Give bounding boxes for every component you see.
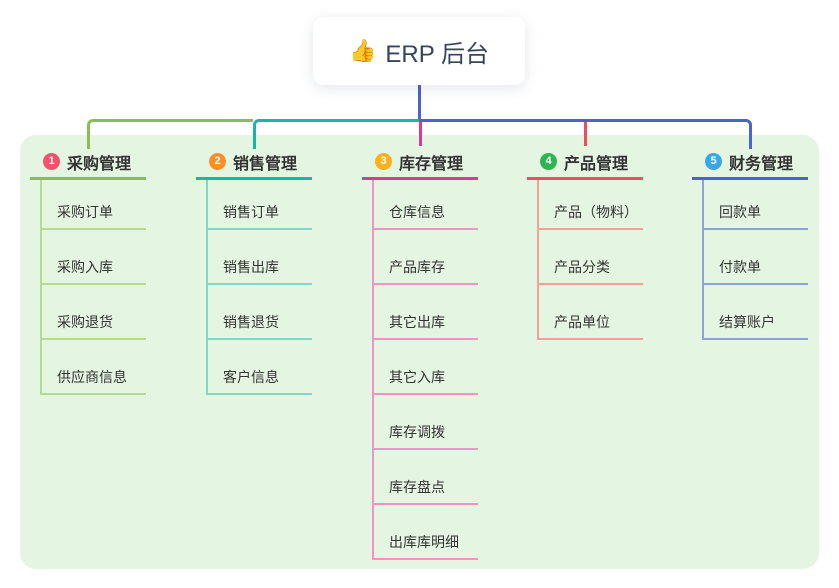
connector-branch-finance [419,119,752,149]
mindmap-node[interactable]: 产品分类 [539,230,643,285]
branch-title-label: 库存管理 [399,155,464,173]
mindmap-node[interactable]: 产品单位 [539,285,643,340]
branch-children-sales: 销售订单销售出库销售退货客户信息 [206,180,312,395]
mindmap-node[interactable]: 库存调拨 [374,395,478,450]
branch-title-sales[interactable]: 2 销售管理 [196,146,312,180]
branch-title-label: 采购管理 [67,155,132,173]
connector-branch-sales [253,119,419,149]
branch-children-product: 产品（物料）产品分类产品单位 [537,180,643,340]
mindmap-node[interactable]: 采购入库 [42,230,146,285]
mindmap-node[interactable]: 结算账户 [704,285,808,340]
branch-title-product[interactable]: 4 产品管理 [527,146,643,180]
mindmap-node[interactable]: 产品（物料） [539,180,643,230]
connector-branch-inventory [419,122,422,146]
thumbs-up-icon: 👍 [349,38,377,63]
mindmap-node[interactable]: 客户信息 [208,340,312,395]
branch-sales: 2 销售管理销售订单销售出库销售退货客户信息 [196,146,312,395]
branch-number-badge: 5 [705,153,722,170]
branch-children-finance: 回款单付款单结算账户 [702,180,808,340]
branch-group-panel [20,135,819,569]
mindmap-node[interactable]: 采购订单 [42,180,146,230]
root-node[interactable]: 👍 ERP 后台 [313,17,525,85]
mindmap-node[interactable]: 采购退货 [42,285,146,340]
branch-title-label: 销售管理 [233,155,298,173]
connector-branch-purchase [87,119,253,149]
connector-root-stem [418,84,421,120]
mindmap-node[interactable]: 仓库信息 [374,180,478,230]
mindmap-node[interactable]: 回款单 [704,180,808,230]
mindmap-node[interactable]: 产品库存 [374,230,478,285]
mindmap-node[interactable]: 销售订单 [208,180,312,230]
mindmap-node[interactable]: 销售出库 [208,230,312,285]
mindmap-node[interactable]: 库存盘点 [374,450,478,505]
branch-title-inventory[interactable]: 3 库存管理 [362,146,478,180]
branch-purchase: 1 采购管理采购订单采购入库采购退货供应商信息 [30,146,146,395]
mindmap-node[interactable]: 出库库明细 [374,505,478,560]
branch-product: 4 产品管理产品（物料）产品分类产品单位 [527,146,643,340]
branch-number-badge: 3 [375,153,392,170]
mindmap-node[interactable]: 其它出库 [374,285,478,340]
branch-number-badge: 4 [540,153,557,170]
branch-finance: 5 财务管理回款单付款单结算账户 [692,146,808,340]
mindmap-node[interactable]: 其它入库 [374,340,478,395]
branch-number-badge: 1 [43,153,60,170]
root-node-label: ERP 后台 [385,40,489,68]
branch-number-badge: 2 [209,153,226,170]
branch-title-label: 产品管理 [564,155,629,173]
mindmap-node[interactable]: 供应商信息 [42,340,146,395]
branch-title-label: 财务管理 [729,155,794,173]
mindmap-node[interactable]: 付款单 [704,230,808,285]
connector-branch-product [584,122,587,146]
branch-children-inventory: 仓库信息产品库存其它出库其它入库库存调拨库存盘点出库库明细 [372,180,478,560]
branch-title-purchase[interactable]: 1 采购管理 [30,146,146,180]
branch-title-finance[interactable]: 5 财务管理 [692,146,808,180]
branch-inventory: 3 库存管理仓库信息产品库存其它出库其它入库库存调拨库存盘点出库库明细 [362,146,478,560]
mindmap-node[interactable]: 销售退货 [208,285,312,340]
branch-children-purchase: 采购订单采购入库采购退货供应商信息 [40,180,146,395]
